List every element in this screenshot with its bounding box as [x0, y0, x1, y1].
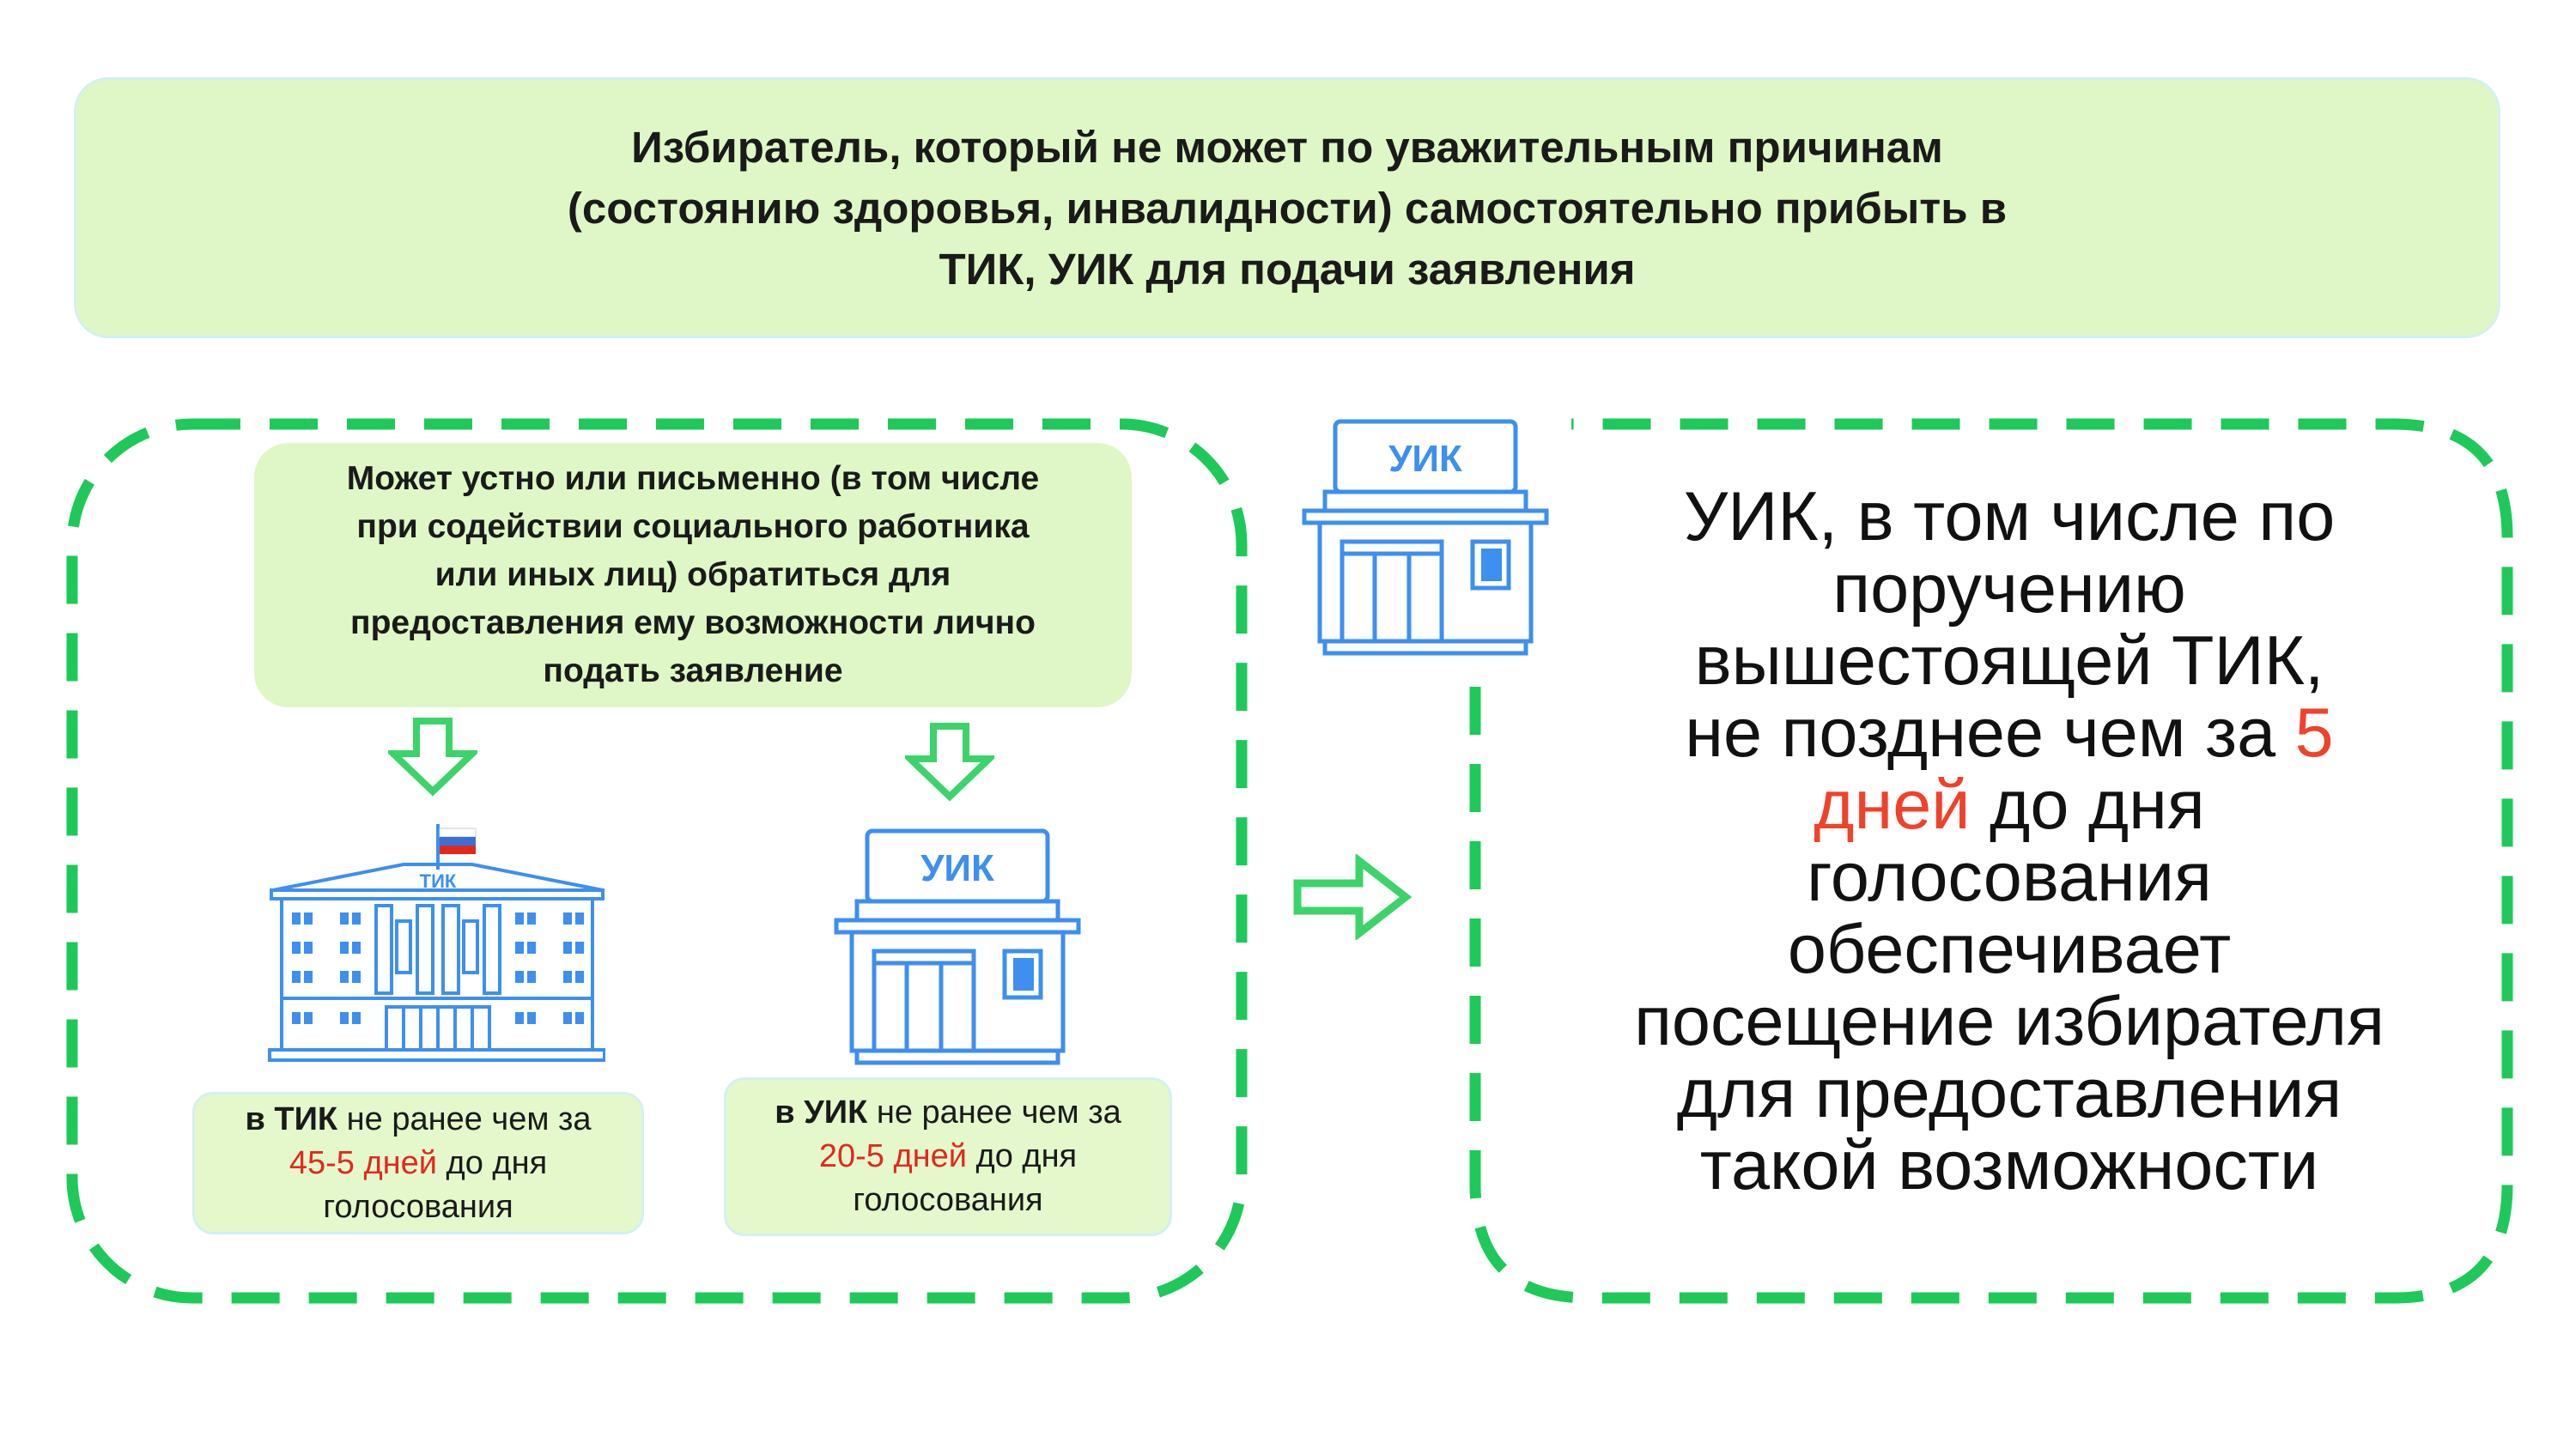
info-line-4: предоставления ему возможности лично	[350, 604, 1036, 641]
right-line-2: поручению	[1832, 550, 2186, 627]
info-line-3: или иных лиц) обратиться для	[434, 556, 951, 593]
tik-prefix: в ТИК	[245, 1100, 338, 1137]
uik-deadline-line-3: голосования	[853, 1182, 1043, 1218]
uik-line2-rest: до дня	[966, 1138, 1078, 1174]
right-dashed-frame	[1469, 418, 2513, 1304]
tik-sign: ТИК	[420, 870, 457, 892]
uik-building-icon: УИК	[1302, 419, 1549, 656]
down-arrow-icon	[905, 723, 994, 802]
right-arrow-icon	[1293, 854, 1413, 940]
uik-deadline-line-1: в УИК не ранее чем за	[775, 1091, 1121, 1135]
right-uik-sign: УИК	[1388, 438, 1462, 480]
right-line-6: голосования	[1807, 839, 2212, 916]
tik-days: 45-5 дней	[289, 1144, 437, 1181]
right-line-4-pre: не позднее чем за	[1685, 694, 2295, 772]
header-box: Избиратель, который не может по уважител…	[74, 77, 2500, 338]
info-box: Может устно или письменно (в том числе п…	[254, 443, 1132, 707]
right-line-10: такой возможности	[1699, 1127, 2319, 1204]
uik-deadline-line-2: 20-5 дней до дня	[775, 1135, 1121, 1179]
tik-line1-rest: не ранее чем за	[337, 1100, 592, 1137]
right-line-8: посещение избирателя	[1634, 983, 2385, 1060]
uik-days: 20-5 дней	[818, 1138, 967, 1174]
right-text: УИК, в том числе по поручению вышестояще…	[1443, 481, 2576, 1202]
right-line-4: не позднее чем за 5	[1443, 697, 2576, 769]
header-text: Избиратель, который не может по уважител…	[568, 117, 2007, 300]
info-line-1: Может устно или письменно (в том числе	[346, 460, 1040, 497]
tik-deadline-line-3: голосования	[323, 1188, 513, 1225]
left-dashed-frame	[66, 418, 1248, 1304]
tik-building-icon: ТИК	[268, 824, 605, 1062]
info-line-5: подать заявление	[543, 652, 843, 689]
uik-deadline-box: в УИК не ранее чем за 20-5 дней до дня г…	[724, 1077, 1172, 1236]
tik-deadline-line-2: 45-5 дней до дня	[245, 1142, 591, 1185]
right-line-5: дней до дня	[1443, 769, 2576, 841]
header-line-1: Избиратель, который не может по уважител…	[631, 122, 1943, 172]
right-line-3: вышестоящей ТИК,	[1694, 622, 2324, 700]
uik-prefix: в УИК	[775, 1094, 868, 1131]
uik-building-icon: УИК	[834, 828, 1081, 1065]
right-line-9: для предоставления	[1676, 1055, 2342, 1132]
right-line-1: УИК, в том числе по	[1683, 478, 2336, 555]
uik-line1-rest: не ранее чем за	[867, 1094, 1121, 1131]
header-line-3: ТИК, УИК для подачи заявления	[939, 244, 1636, 294]
right-line-5-rest: до дня	[1970, 767, 2205, 844]
tik-line2-rest: до дня	[436, 1144, 548, 1181]
uik-sign: УИК	[920, 847, 994, 889]
right-line-5-red: дней	[1814, 767, 1971, 844]
flag-icon	[439, 828, 477, 854]
tik-deadline-line-1: в ТИК не ранее чем за	[245, 1098, 591, 1142]
right-line-4-red: 5	[2294, 694, 2334, 772]
down-arrow-icon	[388, 718, 477, 797]
info-line-2: при содействии социального работника	[356, 508, 1030, 545]
right-line-7: обеспечивает	[1787, 911, 2232, 988]
tik-deadline-box: в ТИК не ранее чем за 45-5 дней до дня г…	[192, 1092, 644, 1234]
header-line-2: (состоянию здоровья, инвалидности) самос…	[567, 183, 2008, 233]
